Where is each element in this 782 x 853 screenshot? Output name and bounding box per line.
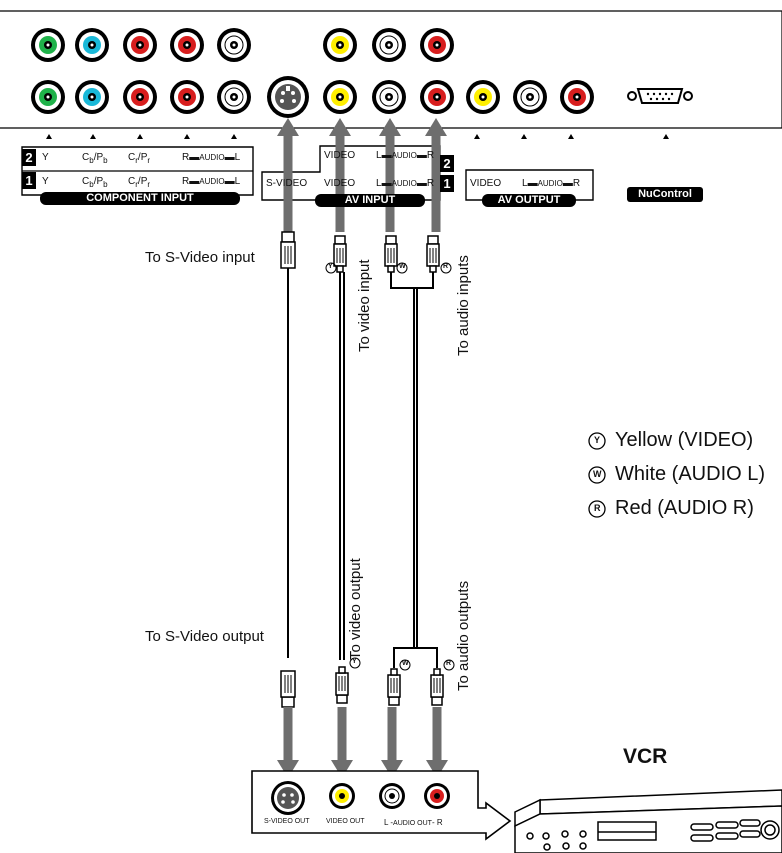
av-input-row-2-number: 2 <box>440 155 454 172</box>
legend-white-mark: W <box>593 469 602 479</box>
av-output-title: AV OUTPUT <box>482 194 576 207</box>
component-2-crpr-label: Cr/Pr <box>128 152 151 165</box>
video-output-label: To video output <box>347 558 364 660</box>
audio-l-output-plug <box>387 668 401 706</box>
vcr-svideo-out-label: S-VIDEO OUT <box>264 818 310 825</box>
component-2-cbpb-label: Cb/Pb <box>82 152 108 165</box>
legend-red-text: Red (AUDIO R) <box>615 497 754 519</box>
av-input-1-video-label: VIDEO <box>324 178 356 189</box>
av-input-1-audio-label: L▬AUDIO▬R <box>376 178 435 189</box>
av-input-title: AV INPUT <box>315 194 425 207</box>
component-input-title: COMPONENT INPUT <box>40 192 240 205</box>
av-input-2-video-label: VIDEO <box>324 150 356 161</box>
video-output-plug <box>335 666 349 704</box>
av-output-frame <box>465 169 594 201</box>
nucontrol-label: NuControl <box>627 187 703 202</box>
svideo-input-label: To S-Video input <box>145 249 255 266</box>
av-input-1-jacks <box>323 80 454 114</box>
audio-l-input-plug <box>384 235 398 273</box>
svideo-input-plug <box>280 231 296 269</box>
audio-r-input-plug <box>426 235 440 273</box>
av-input-row-1-number: 1 <box>440 175 454 192</box>
video-input-yellow-mark: Y <box>328 263 333 270</box>
component-row-2-number: 2 <box>22 149 36 166</box>
vcr-audio-out-label: L -AUDIO OUT- R <box>384 818 443 827</box>
legend-yellow-mark: Y <box>594 435 601 445</box>
av-input-2-jacks <box>323 28 454 62</box>
vcr-svideo-out-jack <box>271 781 305 815</box>
av-input-2-audio-label: L▬AUDIO▬R <box>376 150 435 161</box>
svideo-input-jack <box>267 76 309 118</box>
component-1-y-label: Y <box>42 176 49 187</box>
svideo-output-label: To S-Video output <box>145 628 264 645</box>
av-output-audio-label: L▬AUDIO▬R <box>522 178 581 189</box>
legend-yellow-text: Yellow (VIDEO) <box>615 429 754 451</box>
video-input-label: To video input <box>356 259 373 352</box>
av-output-video-label: VIDEO <box>470 178 502 189</box>
vcr-video-out-jack <box>329 783 355 809</box>
audio-r-input-red-mark: R <box>443 263 449 270</box>
svideo-output-plug <box>280 670 296 708</box>
av-output-jacks <box>466 80 594 114</box>
audio-l-output-white-mark: W <box>402 660 409 667</box>
vcr-audio-l-out-jack <box>379 783 405 809</box>
vcr-audio-r-out-jack <box>424 783 450 809</box>
component-1-cbpb-label: Cb/Pb <box>82 176 108 189</box>
legend-white-text: White (AUDIO L) <box>615 463 766 485</box>
audio-r-output-red-mark: R <box>446 660 452 667</box>
legend-red-mark: R <box>594 503 601 513</box>
audio-outputs-label: To audio outputs <box>455 580 472 691</box>
component-input-1-jacks <box>31 80 251 114</box>
vcr-title: VCR <box>623 745 668 768</box>
vcr-device <box>514 789 782 853</box>
component-2-audio-label: R▬AUDIO▬L <box>182 152 241 163</box>
nucontrol-port <box>627 88 693 104</box>
panel-pointer-marks <box>46 134 669 139</box>
av-input-1-svideo-label: S-VIDEO <box>266 178 308 189</box>
audio-inputs-label: To audio inputs <box>455 255 472 356</box>
legend-marks <box>588 432 606 518</box>
component-2-y-label: Y <box>42 152 49 163</box>
component-1-crpr-label: Cr/Pr <box>128 176 151 189</box>
component-1-audio-label: R▬AUDIO▬L <box>182 176 241 187</box>
vcr-video-out-label: VIDEO OUT <box>326 818 365 825</box>
video-output-yellow-mark: Y <box>352 658 357 665</box>
audio-r-output-plug <box>430 668 444 706</box>
component-row-1-number: 1 <box>22 172 36 189</box>
component-input-2-jacks <box>31 28 251 62</box>
audio-l-input-white-mark: W <box>399 263 406 270</box>
cables <box>287 268 438 668</box>
